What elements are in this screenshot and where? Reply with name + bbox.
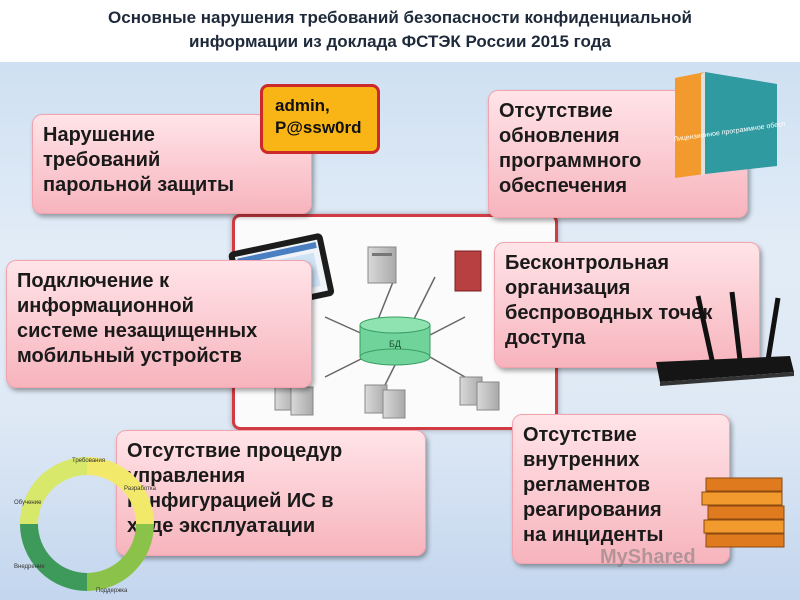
connection-arrows bbox=[324, 276, 466, 386]
card-line: внутренних bbox=[523, 449, 640, 471]
server-icon-top-right bbox=[454, 250, 482, 292]
card-line: управления bbox=[127, 465, 246, 487]
card-line: конфигурацией ИС в bbox=[127, 490, 334, 512]
cycle-label: Поддержка bbox=[96, 588, 128, 594]
binders-stack-icon bbox=[701, 477, 785, 548]
card-line: обеспечения bbox=[499, 175, 628, 197]
database-label: БД bbox=[389, 339, 401, 349]
card-line: на инциденты bbox=[523, 524, 664, 546]
card-line: регламентов bbox=[523, 474, 651, 496]
card-line: Отсутствие bbox=[499, 100, 613, 122]
card-wireless-access: Бесконтрольная организация беспроводных … bbox=[494, 242, 760, 368]
card-line: Бесконтрольная bbox=[505, 252, 670, 274]
title-line-1: Основные нарушения требований безопаснос… bbox=[108, 8, 692, 27]
slide-title: Основные нарушения требований безопаснос… bbox=[0, 6, 800, 54]
card-line: мобильный устройств bbox=[17, 345, 242, 367]
cycle-label: Требования bbox=[72, 458, 105, 464]
network-diagram: БД bbox=[274, 246, 500, 419]
server-group-left bbox=[274, 381, 314, 416]
software-box-icon: Лицензионное программное обеспечение bbox=[673, 72, 785, 178]
password-sticky-note: admin, P@ssw0rd bbox=[260, 84, 380, 154]
card-line: Отсутствие процедур bbox=[127, 440, 343, 462]
card-line: Отсутствие bbox=[523, 424, 637, 446]
server-icon-top bbox=[367, 246, 397, 284]
card-line: доступа bbox=[505, 327, 586, 349]
server-group-right bbox=[459, 376, 500, 411]
database-icon bbox=[359, 316, 431, 366]
card-line: Нарушение bbox=[43, 124, 155, 146]
card-line: программного bbox=[499, 150, 642, 172]
wifi-router-icon bbox=[656, 291, 794, 386]
server-group-center bbox=[364, 384, 406, 419]
cycle-label: Внедрение bbox=[14, 564, 45, 570]
note-line-1: admin, bbox=[275, 96, 330, 115]
card-line: реагирования bbox=[523, 499, 662, 521]
card-line: беспроводных точек bbox=[505, 302, 713, 324]
card-line: системе незащищенных bbox=[17, 320, 258, 342]
note-line-2: P@ssw0rd bbox=[275, 118, 362, 137]
card-line: обновления bbox=[499, 125, 620, 147]
cycle-label: Разработка bbox=[124, 486, 157, 492]
cycle-label: Обучение bbox=[14, 500, 42, 506]
card-line: ходе эксплуатации bbox=[127, 515, 316, 537]
card-line: требований bbox=[43, 149, 161, 171]
card-line: парольной защиты bbox=[43, 174, 235, 196]
card-incident-response: Отсутствие внутренних регламентов реагир… bbox=[512, 414, 730, 564]
card-configuration-management: Отсутствие процедур управления конфигура… bbox=[116, 430, 426, 556]
card-mobile-devices: Подключение к информационной системе нез… bbox=[6, 260, 312, 388]
card-line: организация bbox=[505, 277, 631, 299]
watermark: MyShared bbox=[600, 546, 696, 568]
card-line: информационной bbox=[17, 295, 194, 317]
lifecycle-cycle-icon: Требования Обучение Поддержка Внедрение … bbox=[14, 457, 157, 594]
title-line-2: информации из доклада ФСТЭК России 2015 … bbox=[189, 32, 611, 51]
card-line: Подключение к bbox=[17, 270, 170, 292]
